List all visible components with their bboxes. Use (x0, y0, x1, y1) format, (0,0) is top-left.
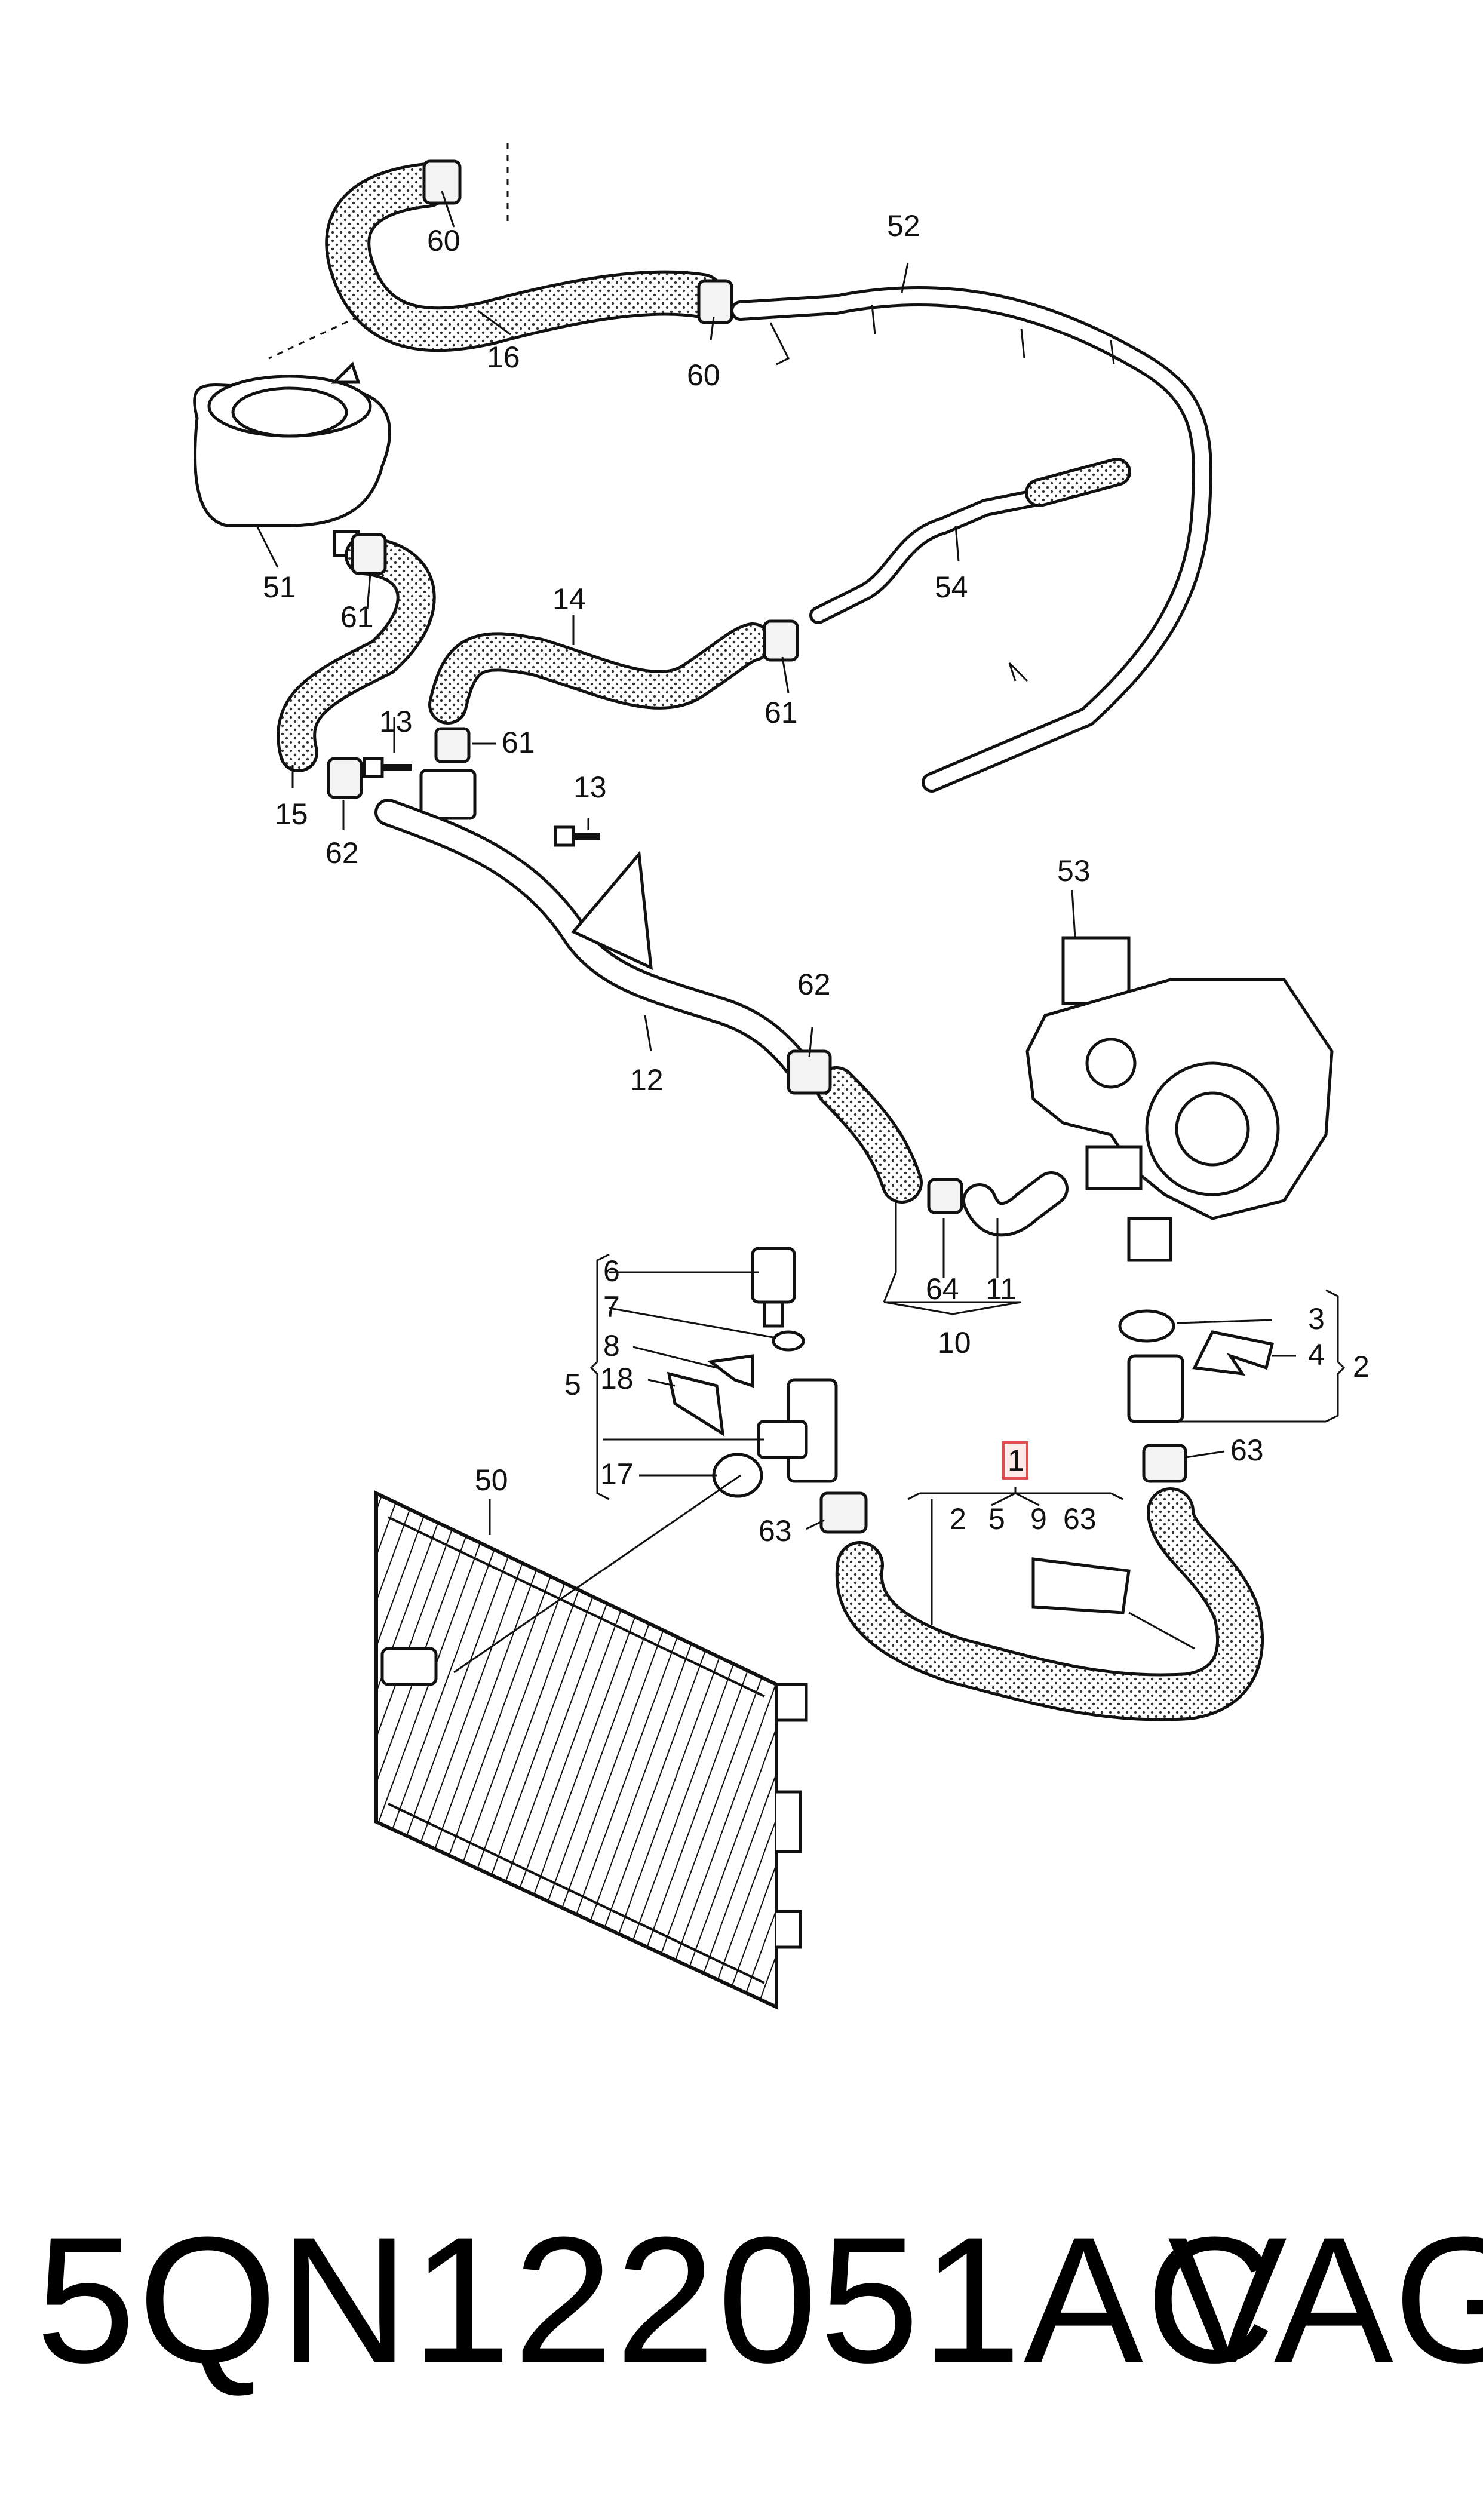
retaining-clip-18 (667, 1371, 725, 1437)
callout-61-middle: 61 (502, 726, 535, 759)
callout-62-left: 62 (326, 836, 359, 870)
callout-53: 53 (1057, 854, 1091, 888)
radiator-50 (374, 1490, 808, 2010)
callout-7: 7 (603, 1290, 620, 1324)
coolant-connector-5 (757, 1378, 838, 1483)
callout-61-right: 61 (764, 696, 798, 729)
callout-62-right: 62 (797, 968, 831, 1001)
bolt-13-lower (554, 825, 600, 847)
callout-63-left: 63 (759, 1514, 792, 1548)
hose-clamp-64 (927, 1178, 963, 1214)
hose-clamp-61-right (763, 619, 799, 662)
expansion-tank-51 (193, 361, 391, 557)
callout-1: 1 (1008, 1444, 1024, 1477)
callout-16: 16 (487, 340, 520, 374)
hose-clamp-63-right (1142, 1444, 1187, 1483)
retaining-clip-8 (707, 1354, 754, 1388)
seal-ring-3 (1118, 1309, 1175, 1343)
leader-lines (256, 191, 1346, 1674)
callout-18: 18 (600, 1362, 634, 1395)
callout-61-left: 61 (340, 600, 374, 634)
kit-item-63: 63 (1063, 1502, 1097, 1536)
kit-item-9: 9 (1030, 1502, 1047, 1536)
callout-13-upper: 13 (379, 705, 413, 738)
coolant-pipe-52 (730, 286, 1212, 793)
hose-clamp-62-lower (787, 1049, 832, 1095)
hose-clamp-61-left (351, 533, 387, 575)
hose-clamp-60-lower (697, 279, 733, 324)
coolant-hose-1 (835, 1487, 1264, 1721)
hose-clamp-62-upper (327, 757, 363, 799)
hose-elbow-11 (962, 1171, 1069, 1237)
coolant-pipe-54 (809, 458, 1131, 624)
part-number: 5QN122051AC (36, 2199, 1278, 2400)
callout-63-right: 63 (1230, 1434, 1264, 1467)
callout-64: 64 (926, 1272, 959, 1306)
callout-2: 2 (1353, 1350, 1370, 1383)
temperature-sender-6 (751, 1247, 796, 1328)
hose-connector-61 (419, 727, 477, 820)
coolant-hose-16 (325, 162, 724, 352)
highlight-box-1 (1002, 1441, 1028, 1480)
callout-60-lower: 60 (687, 358, 720, 392)
o-ring-7 (772, 1330, 805, 1352)
flange-2 (1127, 1354, 1184, 1423)
bolt-13-upper (363, 757, 412, 778)
callout-54: 54 (935, 570, 968, 604)
coolant-pipe-12 (374, 799, 814, 1083)
kit-item-2: 2 (950, 1502, 966, 1536)
kit-item-5: 5 (988, 1502, 1005, 1536)
callout-51: 51 (263, 570, 296, 604)
thermostat-housing-53 (1025, 936, 1334, 1262)
callout-4: 4 (1308, 1338, 1325, 1371)
hose-clamp-60-upper (422, 159, 462, 205)
callout-52: 52 (887, 209, 920, 243)
callout-13-lower: 13 (573, 771, 607, 804)
callout-5: 5 (564, 1368, 581, 1401)
callout-8: 8 (603, 1329, 620, 1362)
callout-15: 15 (275, 797, 308, 831)
callout-60-upper: 60 (427, 224, 460, 257)
callout-17: 17 (600, 1457, 634, 1491)
callout-6: 6 (603, 1254, 620, 1288)
retaining-clip-4 (1192, 1330, 1275, 1376)
hose-bracket-9 (1031, 1557, 1131, 1614)
callout-labels: 60 52 16 60 51 61 14 54 61 13 61 15 62 1… (263, 209, 1370, 1548)
callout-10: 10 (938, 1326, 971, 1359)
callout-12: 12 (630, 1063, 664, 1097)
callout-50: 50 (475, 1463, 508, 1497)
coolant-hose-14 (428, 622, 772, 725)
callout-3: 3 (1308, 1302, 1325, 1336)
callout-14: 14 (552, 582, 586, 616)
brand-label: VAG (1168, 2199, 1483, 2400)
callout-11: 11 (985, 1272, 1017, 1306)
coolant-hose-10 (815, 1066, 923, 1204)
hose-clamp-63-left (819, 1491, 868, 1534)
coolant-hose-15 (277, 536, 436, 772)
